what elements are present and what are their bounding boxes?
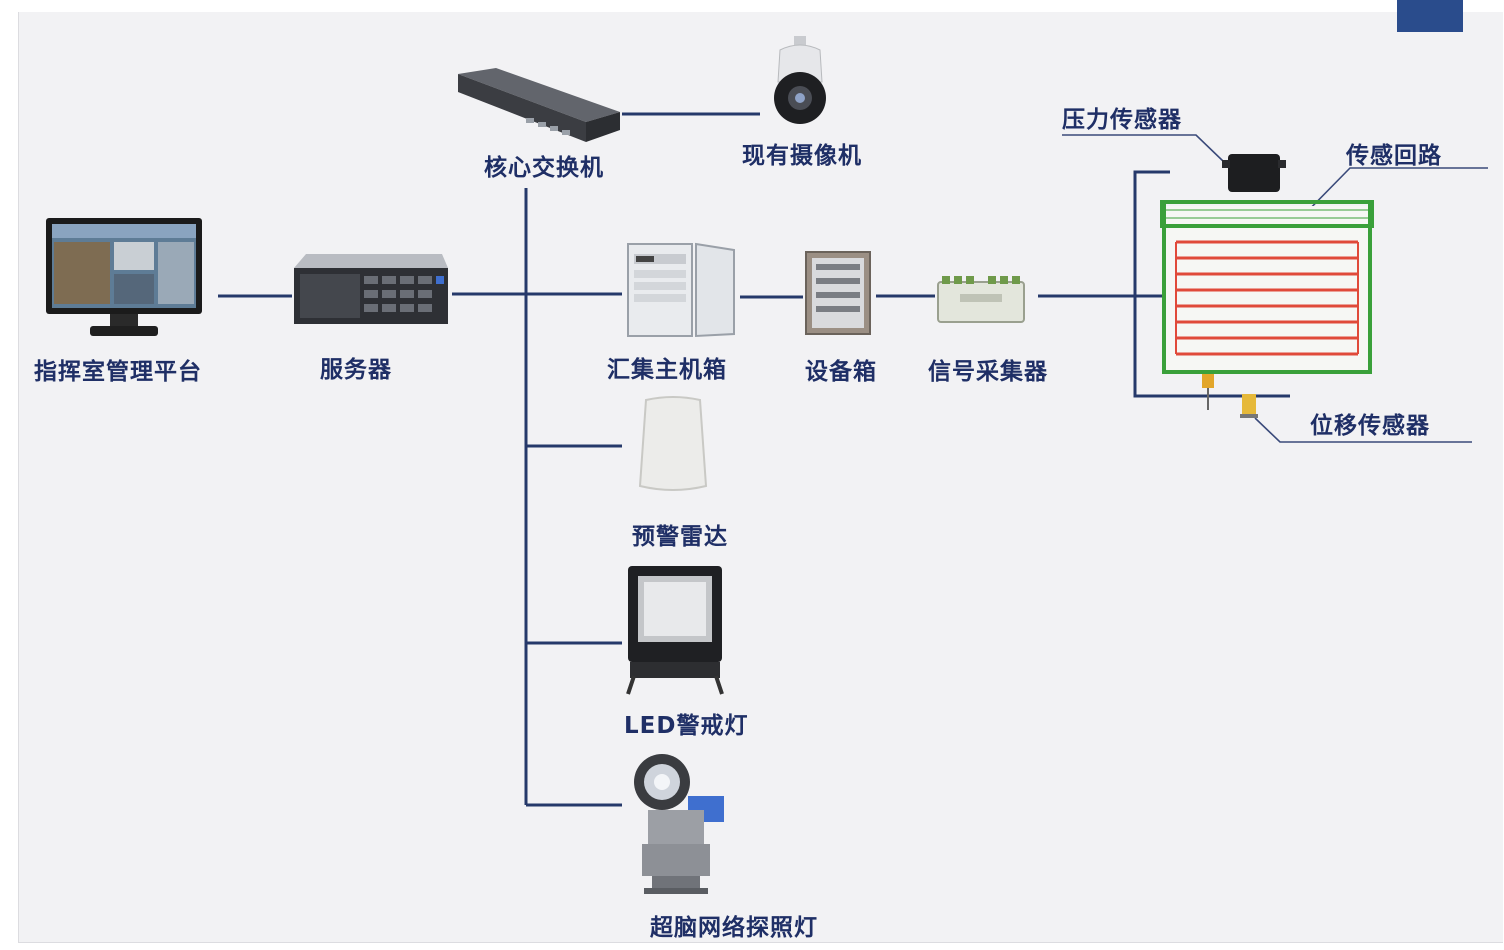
label-searchlight: 超脑网络探照灯 bbox=[650, 915, 818, 941]
label-led-light: LED警戒灯 bbox=[624, 713, 749, 739]
label-core-switch: 核心交换机 bbox=[484, 155, 604, 181]
switch-icon bbox=[456, 66, 622, 144]
dome-camera-icon bbox=[770, 36, 830, 128]
radar-icon bbox=[636, 396, 710, 494]
label-server: 服务器 bbox=[320, 357, 392, 383]
corner-tab bbox=[1397, 0, 1463, 32]
label-pressure-sensor: 压力传感器 bbox=[1062, 107, 1182, 133]
signal-collector-icon bbox=[936, 274, 1026, 326]
leader-displacement bbox=[1254, 417, 1472, 443]
aggregation-cabinet-icon bbox=[624, 242, 742, 338]
label-equipment-box: 设备箱 bbox=[805, 359, 877, 385]
displacement-sensor-icon bbox=[1196, 372, 1268, 424]
label-signal-collector: 信号采集器 bbox=[928, 359, 1048, 385]
equipment-box-icon bbox=[804, 250, 872, 336]
monitor-icon bbox=[44, 216, 204, 340]
label-platform: 指挥室管理平台 bbox=[34, 359, 202, 385]
label-aggregation-box: 汇集主机箱 bbox=[607, 357, 727, 383]
led-floodlight-icon bbox=[626, 564, 724, 696]
sensing-loop-panel bbox=[1160, 198, 1376, 378]
leader-pressure bbox=[1062, 134, 1225, 163]
searchlight-icon bbox=[632, 752, 728, 896]
label-camera: 现有摄像机 bbox=[742, 143, 862, 169]
label-displacement-sensor: 位移传感器 bbox=[1310, 413, 1430, 439]
pressure-sensor-icon bbox=[1222, 150, 1286, 196]
label-radar: 预警雷达 bbox=[632, 524, 728, 550]
label-sensing-loop: 传感回路 bbox=[1346, 143, 1442, 169]
line-loop-bracket bbox=[1133, 170, 1200, 398]
server-icon bbox=[292, 252, 450, 326]
